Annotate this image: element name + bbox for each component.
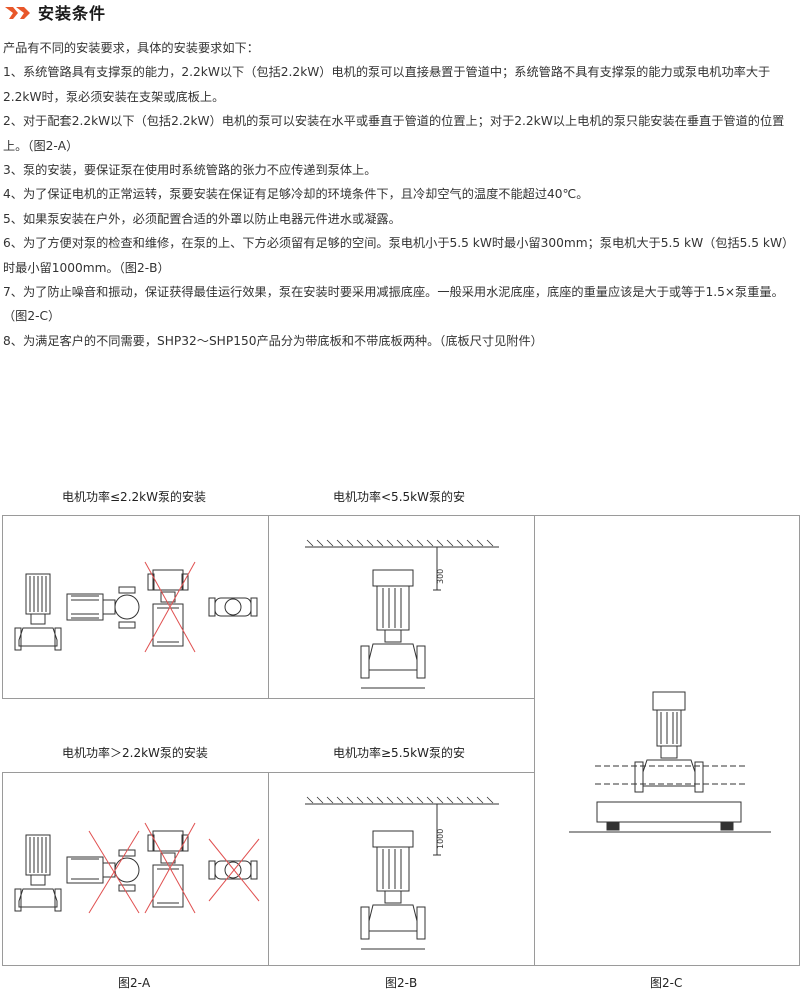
pump-orientation-drawing-small [14, 561, 258, 653]
requirement-item-4: 4、为了保证电机的正常运转，泵要安装在保证有足够冷却的环境条件下，且冷却空气的温… [3, 187, 589, 202]
pump-orientation-drawing-large [14, 822, 260, 914]
intro-text: 产品有不同的安装要求，具体的安装要求如下： [3, 41, 259, 55]
pump-base-drawing [569, 691, 771, 833]
dimension-label-1000: 1000 [436, 829, 445, 849]
double-chevron-icon [5, 7, 30, 19]
figure-caption-c: 图2-C [650, 976, 683, 990]
figure-panel-a-bottom [2, 772, 269, 966]
dimension-label-300: 300 [436, 569, 445, 584]
figure-panel-b-bottom: 1000 [268, 772, 535, 966]
pump-clearance-drawing-1000: 1000 [305, 796, 499, 950]
figure-caption-b: 图2-B [385, 976, 418, 990]
figure-panel-a-top [2, 515, 269, 699]
figure-panel-b-top: 300 [268, 515, 535, 699]
requirement-item-5: 5、如果泵安装在户外，必须配置合适的外罩以防止电器元件进水或凝露。 [3, 211, 401, 226]
figure-label-a-bottom: 电机功率＞2.2kW泵的安装 [62, 746, 208, 760]
figure-panel-c [534, 515, 800, 966]
figure-label-b-bottom: 电机功率≥5.5kW泵的安 [333, 746, 465, 760]
figure-label-b-top: 电机功率<5.5kW泵的安 [333, 490, 465, 504]
requirement-item-8: 8、为满足客户的不同需要，SHP32～SHP150产品分为带底板和不带底板两种。… [3, 333, 543, 348]
requirement-item-6: 6、为了方便对泵的检查和维修，在泵的上、下方必须留有足够的空间。泵电机小于5.5… [3, 236, 795, 275]
pump-clearance-drawing-300: 300 [305, 539, 499, 689]
requirement-item-2: 2、对于配套2.2kW以下（包括2.2kW）电机的泵可以安装在水平或垂直于管道的… [3, 114, 785, 153]
section-header: 安装条件 [4, 0, 106, 24]
cross-mark-icon [88, 822, 260, 914]
requirement-item-7: 7、为了防止噪音和振动，保证获得最佳运行效果，泵在安装时要采用减振底座。一般采用… [3, 285, 784, 324]
section-title: 安装条件 [38, 4, 107, 23]
requirements-text: 产品有不同的安装要求，具体的安装要求如下： 1、系统管路具有支撑泵的能力，2.2… [3, 36, 799, 353]
figure-label-a-top: 电机功率≤2.2kW泵的安装 [62, 490, 206, 504]
cross-mark-icon [144, 561, 196, 653]
requirement-item-3: 3、泵的安装，要保证泵在使用时系统管路的张力不应传递到泵体上。 [3, 163, 377, 178]
requirement-item-1: 1、系统管路具有支撑泵的能力，2.2kW以下（包括2.2kW）电机的泵可以直接悬… [3, 65, 771, 104]
figure-caption-a: 图2-A [118, 976, 151, 990]
